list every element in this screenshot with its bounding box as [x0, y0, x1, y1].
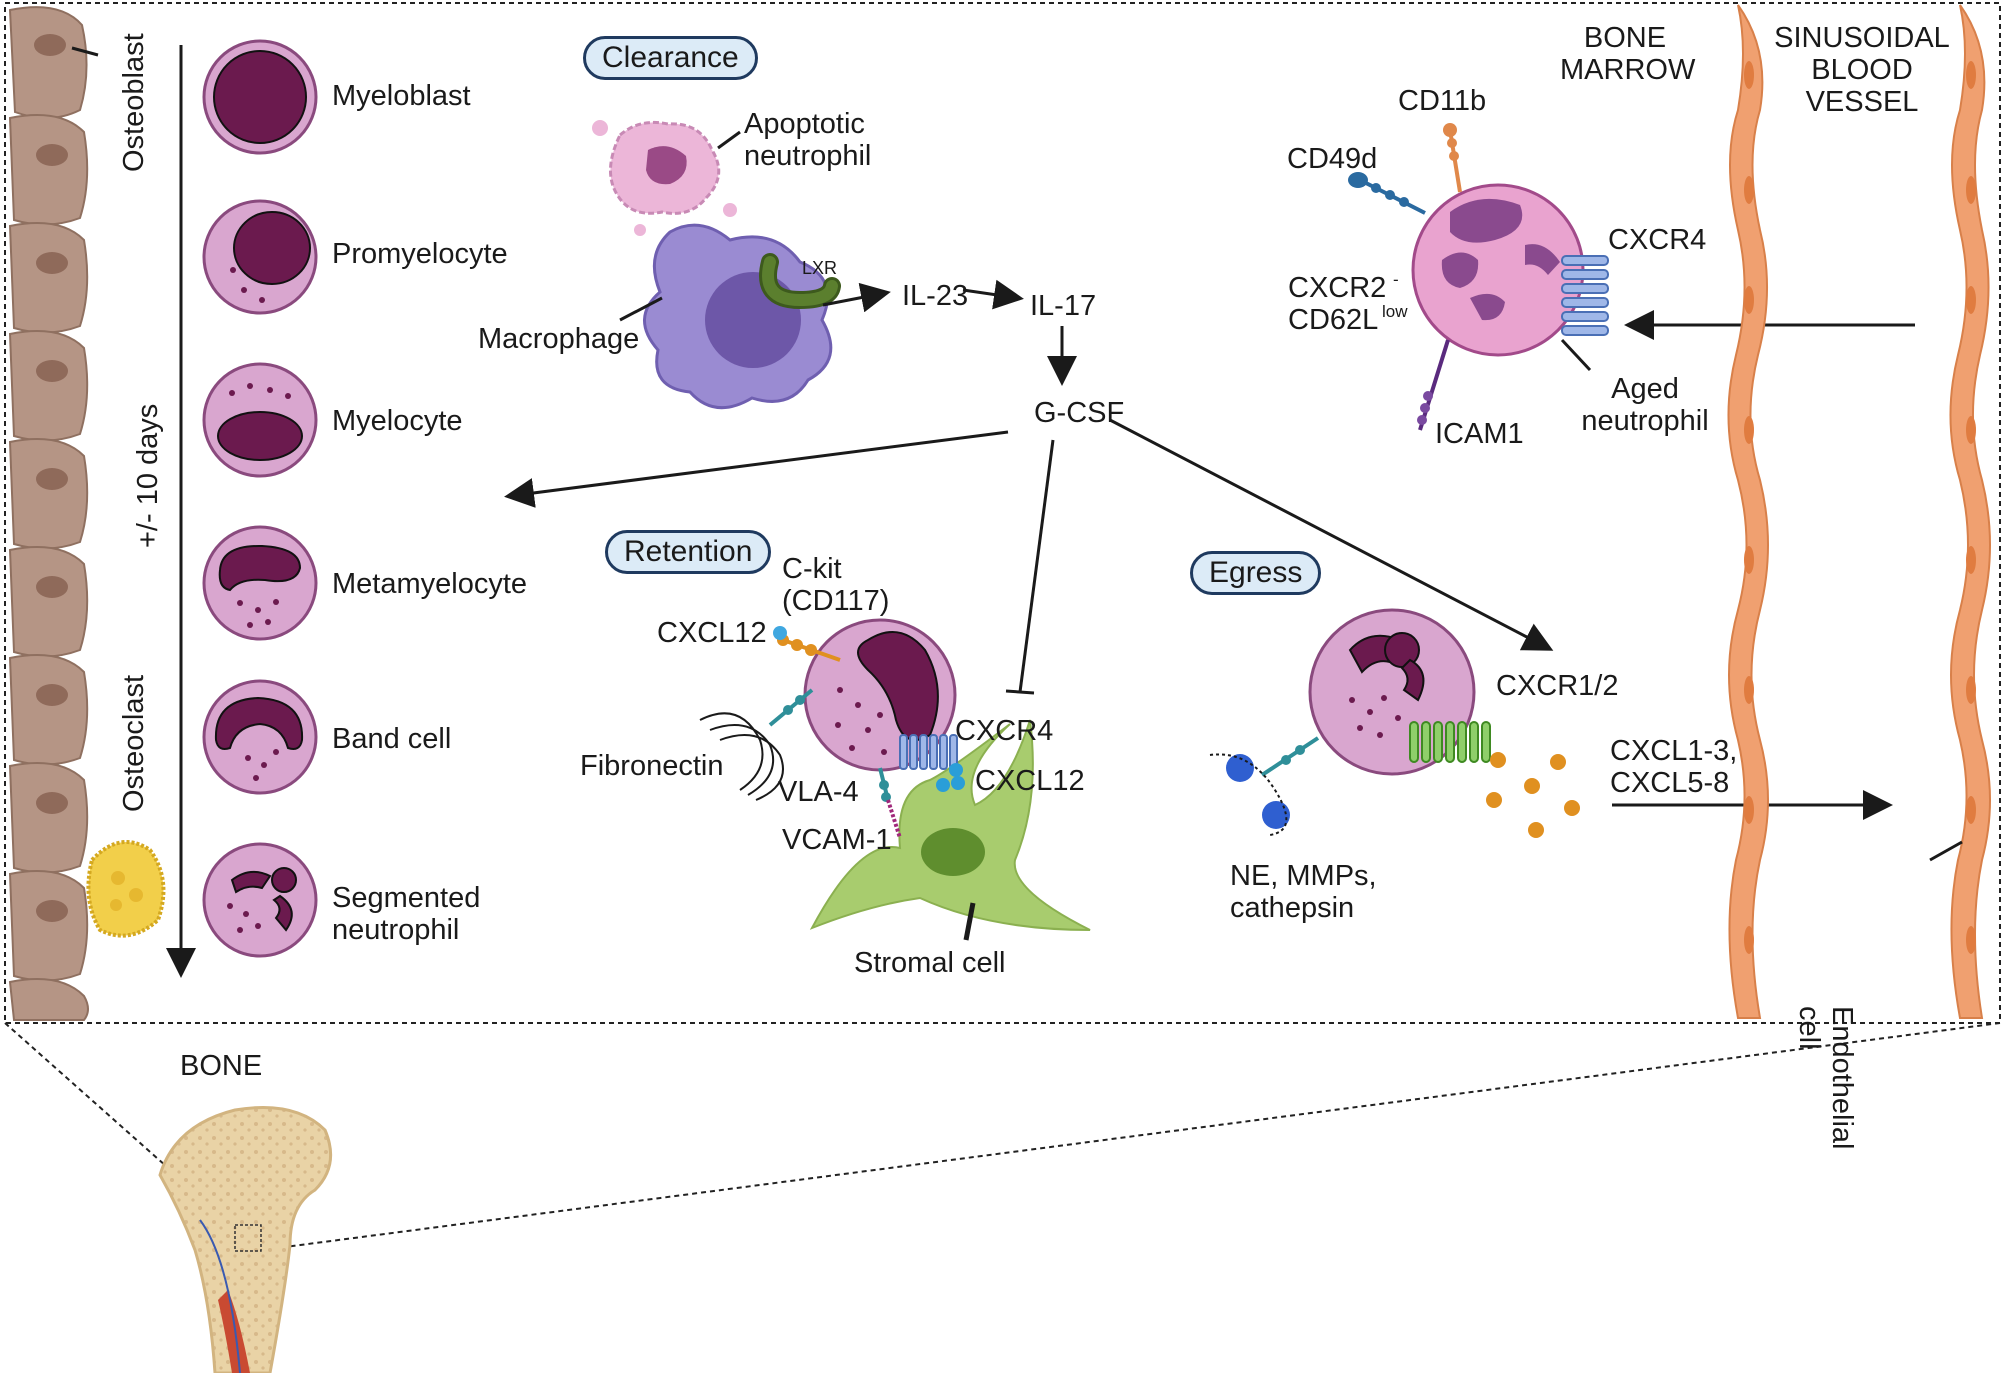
aged-cxcr4-receptor	[1561, 255, 1609, 336]
fibronectin-fibers	[699, 712, 784, 801]
il23-label: IL-23	[902, 280, 969, 312]
cd62l-label: CD62L	[1288, 304, 1379, 336]
metamyelocyte-cell	[202, 525, 318, 641]
stromal-pointer	[963, 902, 976, 941]
cd11b-label: CD11b	[1398, 85, 1487, 117]
egress-tag: Egress	[1190, 551, 1322, 595]
vla4-integrin	[768, 688, 891, 802]
gcsf-label: G-CSF	[1034, 397, 1125, 429]
apoptotic-neutrophil-label: Apoptotic neutrophil	[744, 108, 872, 172]
icam1-label: ICAM1	[1435, 418, 1524, 450]
cxcl12-label-a: CXCL12	[657, 617, 767, 649]
macrophage-cell	[643, 223, 841, 410]
arrow-gcsf-maturation	[504, 430, 1009, 508]
ckit-receptor	[773, 626, 841, 662]
il17-label: IL-17	[1030, 290, 1097, 322]
metamyelocyte-label: Metamyelocyte	[332, 568, 528, 600]
arrow-il23-il17	[962, 279, 1024, 310]
cxcr2-label: CXCR2	[1288, 272, 1387, 304]
osteoblast-layer	[8, 6, 89, 1021]
vessel-wall-left	[1727, 4, 1769, 1019]
osteoblast-label: Osteoblast	[118, 33, 150, 172]
clearance-tag: Clearance	[583, 36, 758, 80]
retention-tag: Retention	[605, 530, 772, 574]
aged-neutrophil-label: Aged neutrophil	[1581, 373, 1709, 437]
aged-cxcr4-label: CXCR4	[1608, 224, 1707, 256]
egress-chemokines	[1486, 752, 1580, 838]
chemokine-label: CXCL1-3, CXCL5-8	[1610, 735, 1738, 799]
osteoclast-label: Osteoclast	[118, 675, 150, 812]
sinusoid-label: SINUSOIDAL BLOOD VESSEL	[1774, 22, 1950, 118]
promyelocyte-cell	[202, 199, 318, 315]
bone-label: BONE	[180, 1050, 263, 1082]
femur-bone	[158, 1106, 333, 1373]
vessel-wall-right	[1949, 4, 1991, 1019]
retention-cxcr4-label: CXCR4	[955, 715, 1054, 747]
stromal-cell-label: Stromal cell	[854, 947, 1006, 979]
egress-protease-molecules	[1209, 736, 1320, 836]
cxcr12-receptor	[1409, 721, 1491, 763]
myeloblast-cell	[202, 39, 318, 155]
cd49d-label: CD49d	[1287, 143, 1378, 175]
endothelial-pointer	[1929, 840, 1963, 862]
arrow-macrophage-il23	[822, 282, 891, 313]
endothelial-cell-label: Endothelial cell	[1793, 1006, 1858, 1150]
zoom-line-left	[4, 1022, 239, 1231]
osteoblast-pointer	[71, 46, 99, 57]
zoom-line-right	[261, 1022, 2001, 1251]
retention-neutrophil-cell	[803, 618, 957, 772]
vcam1-label: VCAM-1	[782, 824, 892, 856]
cd62l-superscript: low	[1382, 302, 1408, 321]
band-cell-label: Band cell	[332, 723, 452, 755]
stromal-cell	[809, 719, 1091, 931]
myelocyte-label: Myelocyte	[332, 405, 463, 437]
endothelial-nuclei	[1744, 61, 1976, 954]
cxcl12-label-b: CXCL12	[975, 765, 1085, 797]
retention-cxcr4-receptor	[899, 734, 958, 770]
apoptotic-pointer	[717, 130, 741, 150]
aged-pointer	[1560, 338, 1592, 372]
promyelocyte-label: Promyelocyte	[332, 238, 508, 270]
fibronectin-label: Fibronectin	[580, 750, 724, 782]
zoom-frame	[4, 2, 2001, 1024]
segmented-neutrophil-label: Segmented neutrophil	[332, 882, 481, 946]
protease-label: NE, MMPs, cathepsin	[1230, 860, 1377, 924]
inhibit-gcsf-cxcr4	[1018, 439, 1055, 693]
bone-marrow-label: BONE MARROW	[1560, 22, 1696, 86]
arrow-gcsf-egress	[1109, 418, 1554, 651]
aged-neutrophil-cell	[1411, 183, 1585, 357]
icam1-marker	[1417, 339, 1450, 431]
cxcl12-ligands	[936, 763, 965, 792]
band-cell	[202, 679, 318, 795]
cd49d-marker	[1348, 172, 1426, 215]
vla4-label: VLA-4	[778, 776, 859, 808]
inhibit-bar	[1005, 689, 1035, 695]
macrophage-pointer	[619, 296, 663, 322]
myelocyte-cell	[202, 362, 318, 478]
macrophage-label: Macrophage	[478, 323, 640, 355]
myeloblast-label: Myeloblast	[332, 80, 471, 112]
cxcr2-superscript: -	[1393, 270, 1399, 289]
ckit-label: C-kit (CD117)	[782, 553, 890, 617]
segmented-neutrophil-cell	[202, 842, 318, 958]
bone-cell-nuclei	[34, 34, 68, 922]
apoptotic-neutrophil-cell	[592, 120, 737, 236]
vcam1-molecule	[886, 799, 902, 839]
cxcr12-label: CXCR1/2	[1496, 670, 1619, 702]
time-label: +/- 10 days	[132, 403, 164, 548]
lxr-label: LXR	[802, 258, 838, 278]
osteoclast-cell	[86, 840, 166, 938]
cd11b-marker	[1443, 123, 1462, 193]
